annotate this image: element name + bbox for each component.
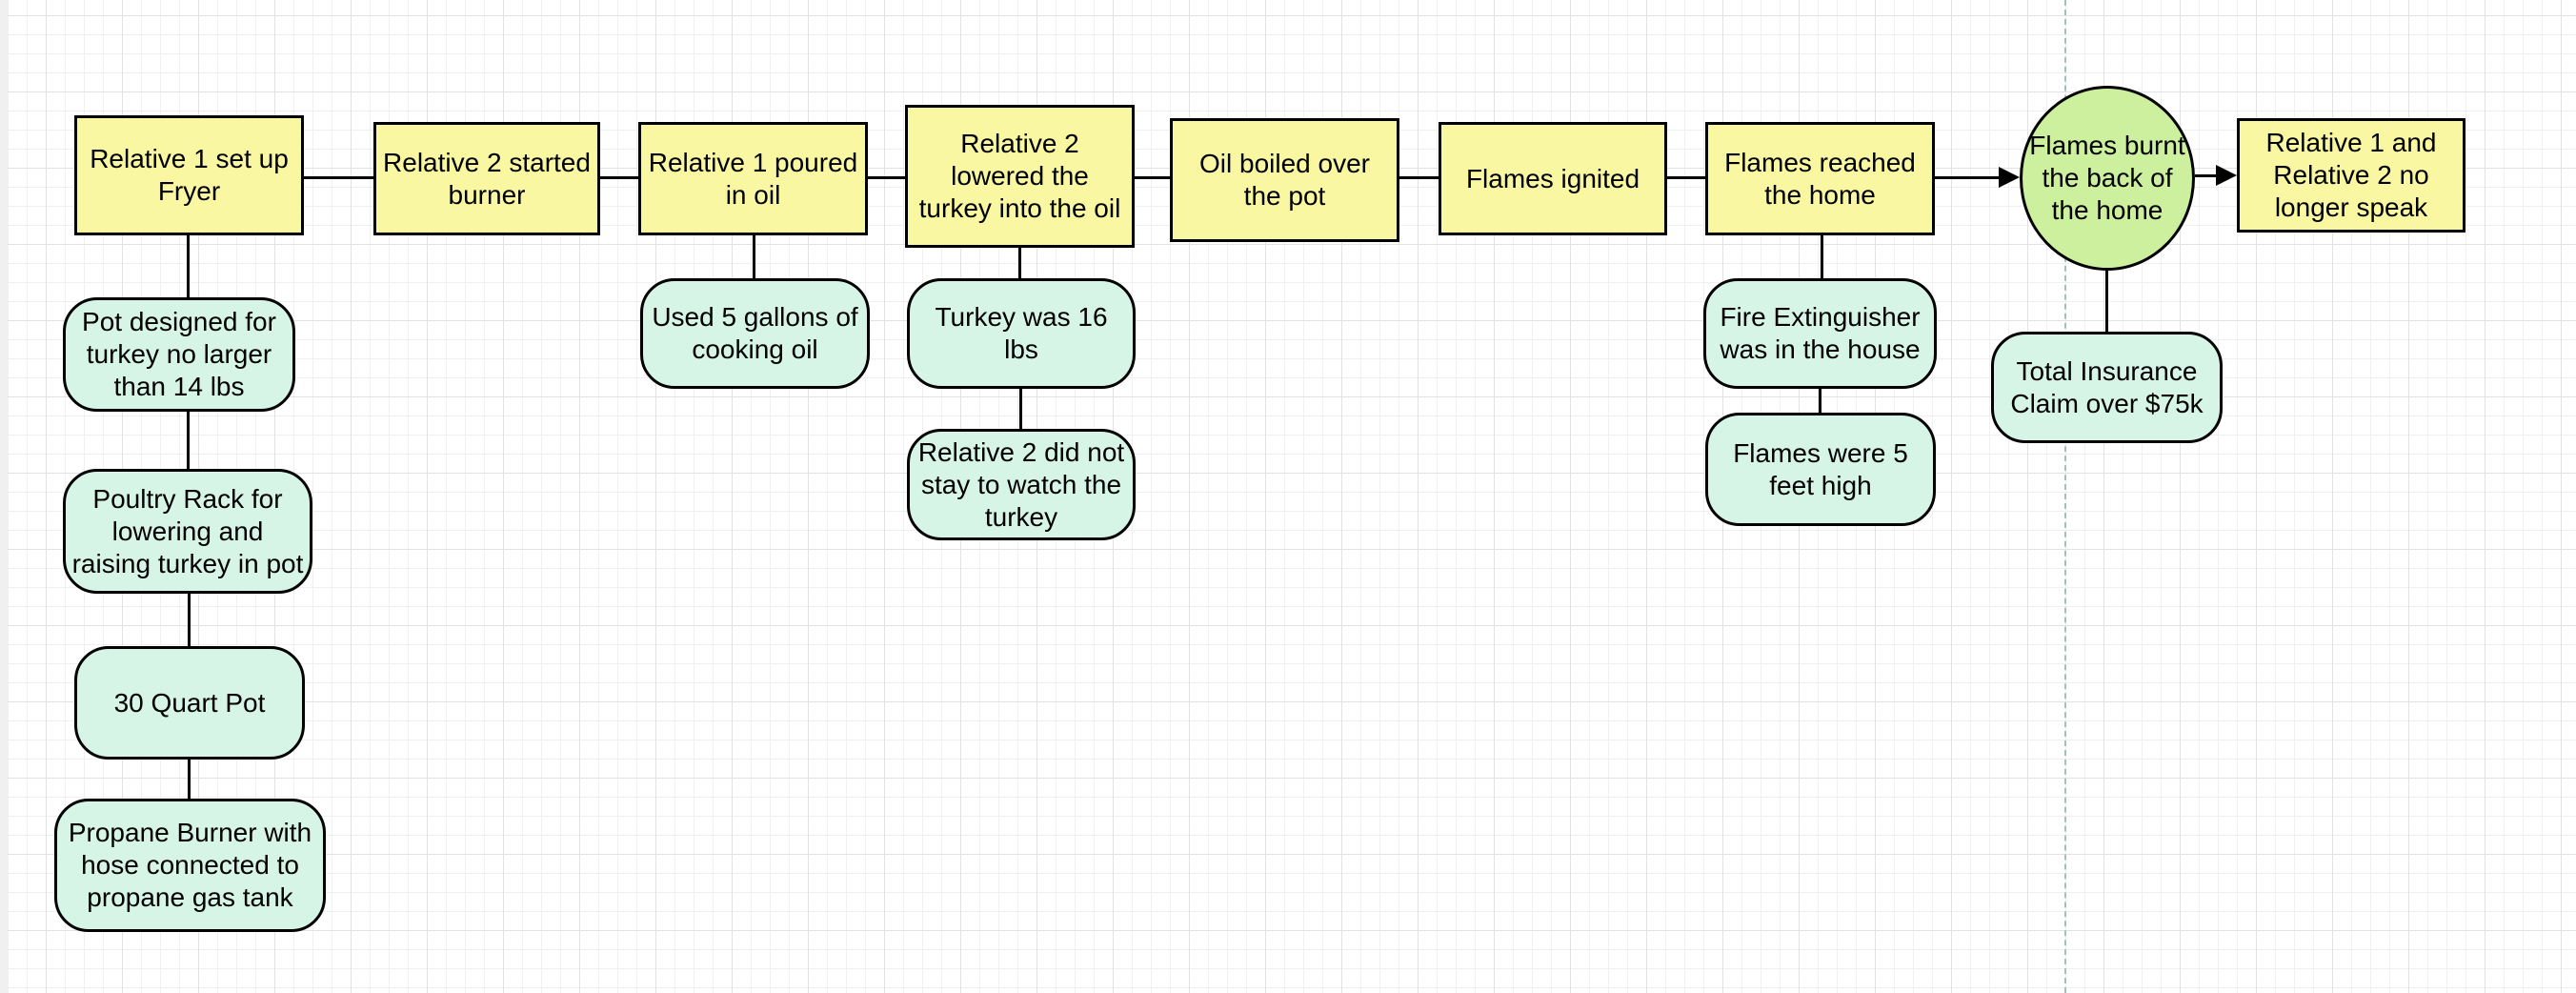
detail-node-flames-5-feet[interactable]: Flames were 5 feet high (1705, 413, 1936, 526)
canvas-left-edge (0, 0, 8, 993)
detail-node-insurance-claim[interactable]: Total Insurance Claim over $75k (1991, 332, 2223, 443)
arrowhead-to-no-longer-speak (2216, 165, 2237, 186)
edge-poultry-rack-to-30-quart[interactable] (188, 594, 191, 646)
page-boundary-guide-line (2064, 0, 2066, 993)
detail-node-fire-extinguisher[interactable]: Fire Extinguisher was in the house (1703, 278, 1937, 389)
edge-boilover-to-ignited[interactable] (1399, 176, 1439, 179)
detail-node-five-gallons-oil[interactable]: Used 5 gallons of cooking oil (640, 278, 870, 389)
edge-poured-oil-to-five-gallons[interactable] (753, 235, 755, 278)
edge-burnt-home-to-no-longer-speak[interactable] (2195, 174, 2220, 177)
flow-node-flames-reached-home[interactable]: Flames reached the home (1705, 122, 1935, 235)
edge-lowered-to-turkey-16lbs[interactable] (1018, 248, 1021, 278)
detail-node-turkey-16lbs[interactable]: Turkey was 16 lbs (907, 278, 1136, 389)
edge-pot-designed-to-poultry-rack[interactable] (187, 412, 190, 469)
detail-node-poultry-rack[interactable]: Poultry Rack for lowering and raising tu… (63, 469, 312, 594)
flow-node-oil-boiled-over[interactable]: Oil boiled over the pot (1170, 118, 1399, 242)
arrowhead-to-burnt-home (1999, 167, 2020, 188)
edge-reached-home-to-burnt-home[interactable] (1935, 176, 2001, 179)
edge-setup-to-pot-designed[interactable] (187, 235, 190, 297)
flow-node-no-longer-speak[interactable]: Relative 1 and Relative 2 no longer spea… (2237, 118, 2465, 233)
edge-setup-to-burner[interactable] (304, 176, 373, 179)
detail-node-30-quart-pot[interactable]: 30 Quart Pot (74, 646, 305, 760)
detail-node-did-not-watch[interactable]: Relative 2 did not stay to watch the tur… (907, 429, 1136, 540)
detail-node-pot-designed-14lbs[interactable]: Pot designed for turkey no larger than 1… (63, 297, 295, 412)
edge-oil-to-turkey[interactable] (868, 176, 905, 179)
flow-node-lowered-turkey[interactable]: Relative 2 lowered the turkey into the o… (905, 105, 1135, 248)
edge-burner-to-oil[interactable] (600, 176, 638, 179)
edge-reached-home-to-extinguisher[interactable] (1821, 235, 1823, 278)
edge-burnt-home-to-insurance-claim[interactable] (2105, 271, 2108, 332)
detail-node-propane-burner[interactable]: Propane Burner with hose connected to pr… (54, 799, 326, 932)
flow-node-flames-burnt-home[interactable]: Flames burnt the back of the home (2020, 86, 2195, 271)
flow-node-started-burner[interactable]: Relative 2 started burner (373, 122, 600, 235)
flow-node-flames-ignited[interactable]: Flames ignited (1439, 122, 1667, 235)
edge-30-quart-to-propane-burner[interactable] (188, 760, 191, 799)
edge-extinguisher-to-flames-height[interactable] (1819, 389, 1821, 413)
edge-turkey-16lbs-to-did-not-watch[interactable] (1019, 389, 1022, 429)
edge-ignited-to-reached-home[interactable] (1667, 176, 1705, 179)
flow-node-poured-oil[interactable]: Relative 1 poured in oil (638, 122, 868, 235)
edge-turkey-to-boilover[interactable] (1135, 176, 1170, 179)
flow-node-setup-fryer[interactable]: Relative 1 set up Fryer (74, 115, 304, 235)
